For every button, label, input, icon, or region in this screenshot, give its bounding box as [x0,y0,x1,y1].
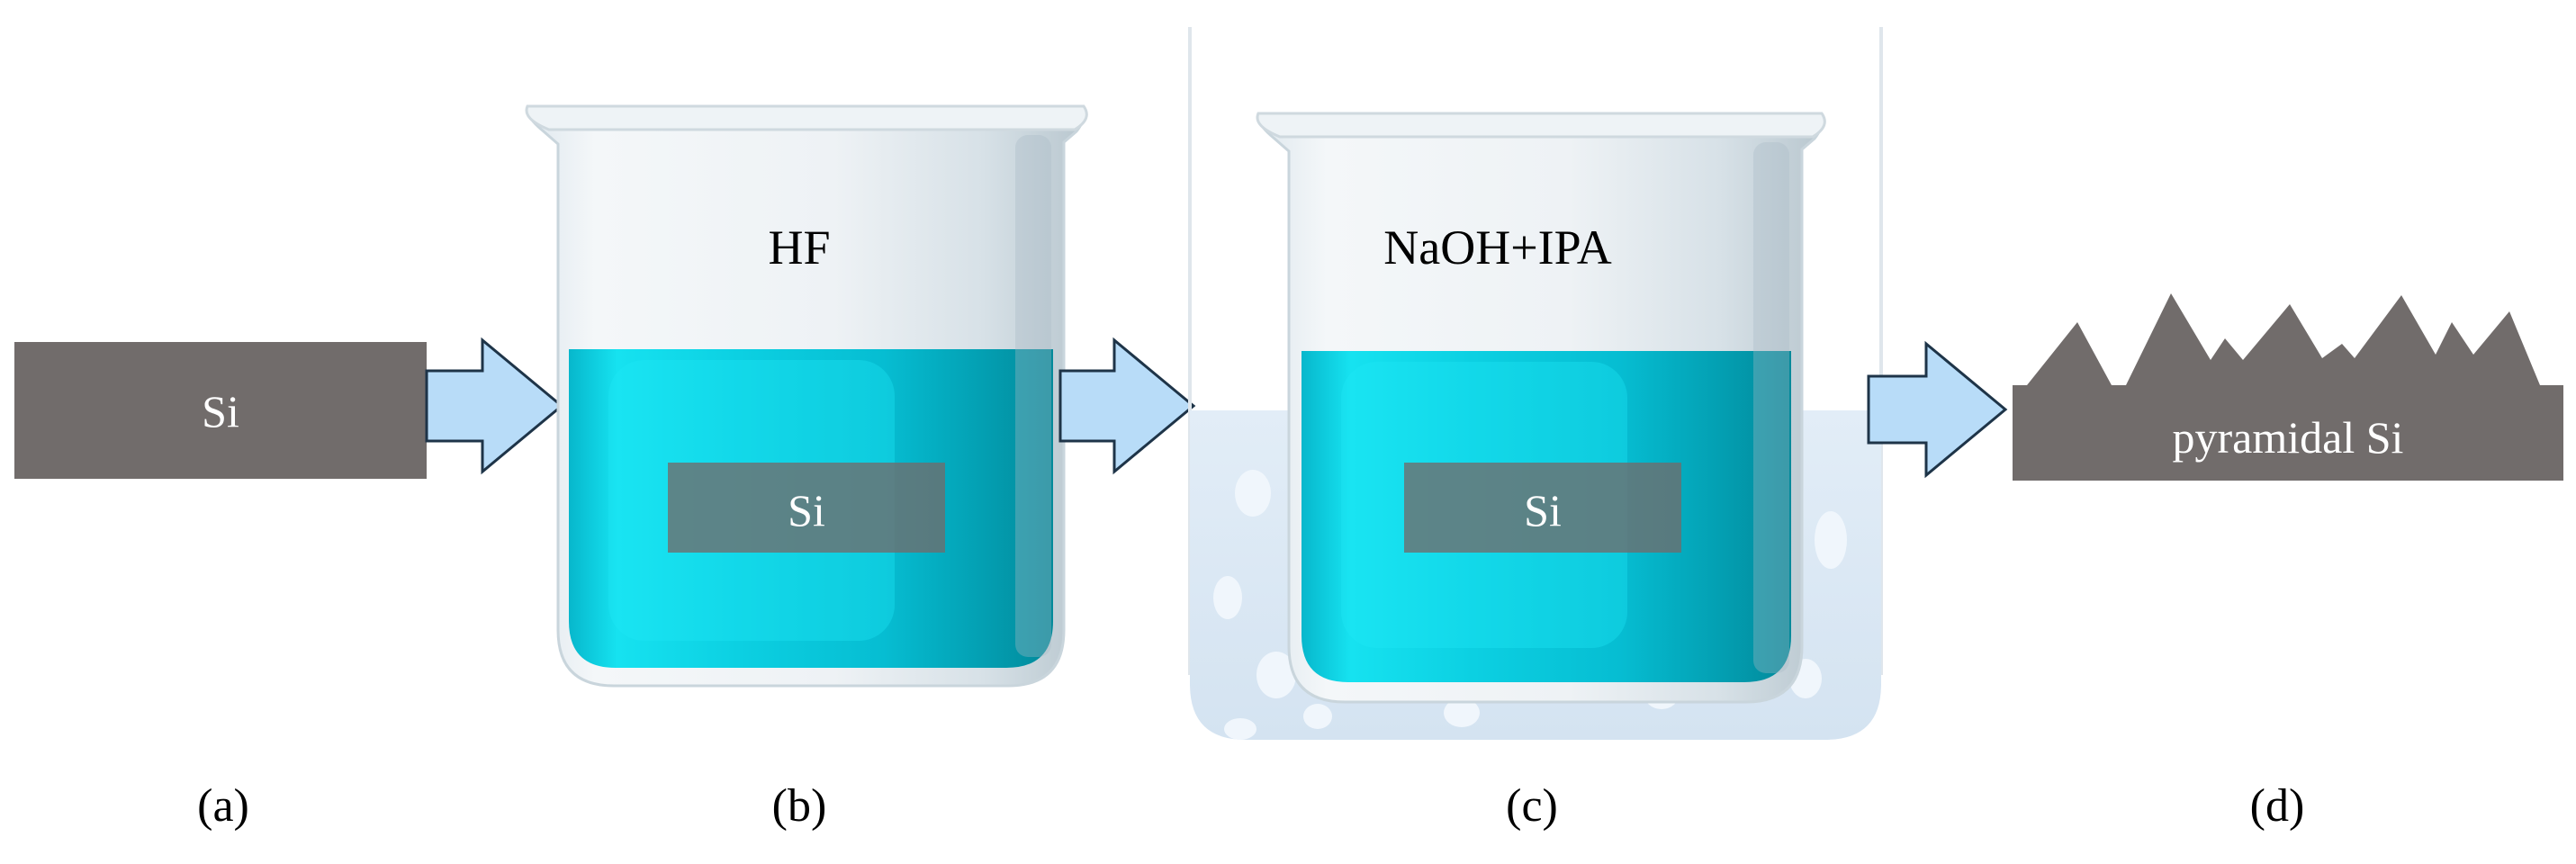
step-b: HF Si (b) [525,104,1088,832]
arrow-right-icon [1867,340,2008,479]
step-d: pyramidal Si (d) [2013,293,2563,832]
beaker-icon [525,104,1088,688]
arrow-right-icon [1058,337,1196,475]
immersed-si-label: Si [788,485,825,536]
naoh-ipa-solution-label: NaOH+IPA [1383,220,1611,274]
arrow-right-icon [425,337,564,475]
si-wafer [14,342,427,479]
immersed-si-wafer [668,463,945,553]
step-a: Si (a) [14,342,427,832]
pyramidal-si-label: pyramidal Si [2173,412,2404,463]
step-b-caption: (b) [772,780,827,832]
step-a-caption: (a) [197,780,249,832]
step-d-caption: (d) [2250,780,2305,832]
pyramidal-si-wafer [2013,293,2563,481]
step-c: NaOH+IPA Si (c) [1188,27,1883,832]
beaker-icon [1256,112,1826,704]
step-c-caption: (c) [1506,780,1558,832]
hf-solution-label: HF [768,220,830,274]
si-wafer-label: Si [202,386,239,436]
immersed-si-wafer [1404,463,1681,553]
immersed-si-label: Si [1524,485,1562,536]
